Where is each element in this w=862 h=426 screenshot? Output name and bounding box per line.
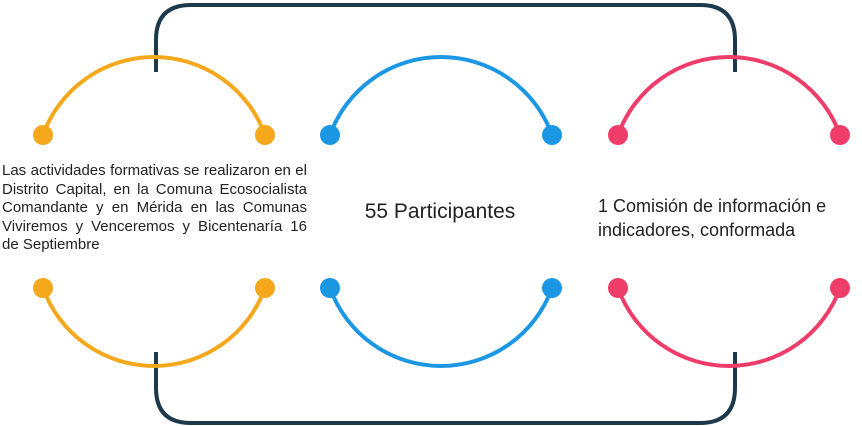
pink-bracket [608, 55, 850, 368]
orange-top-arc [41, 55, 267, 136]
blue-bottom-arc [328, 287, 554, 368]
pink-top-arc [616, 55, 842, 136]
blue-bottom-right-dot [542, 278, 562, 298]
blue-top-right-dot [542, 125, 562, 145]
activities-description: Las actividades formativas se realizaron… [2, 162, 307, 253]
orange-bracket [33, 55, 275, 368]
orange-bottom-arc [41, 287, 267, 368]
pink-bottom-left-dot [608, 278, 628, 298]
pink-bottom-arc [616, 287, 842, 368]
blue-bottom-left-dot [320, 278, 340, 298]
bottom-connector-line [154, 352, 737, 425]
orange-top-right-dot [255, 125, 275, 145]
blue-top-arc [328, 55, 554, 136]
pink-top-left-dot [608, 125, 628, 145]
pink-bottom-right-dot [830, 278, 850, 298]
commission-description: 1 Comisión de información e indicadores,… [598, 196, 827, 240]
top-connector-line [154, 3, 737, 72]
orange-bottom-right-dot [255, 278, 275, 298]
participants-count: 55 Participantes [364, 200, 516, 223]
blue-top-left-dot [320, 125, 340, 145]
pink-top-right-dot [830, 125, 850, 145]
orange-bottom-left-dot [33, 278, 53, 298]
blue-bracket [320, 55, 562, 368]
orange-top-left-dot [33, 125, 53, 145]
